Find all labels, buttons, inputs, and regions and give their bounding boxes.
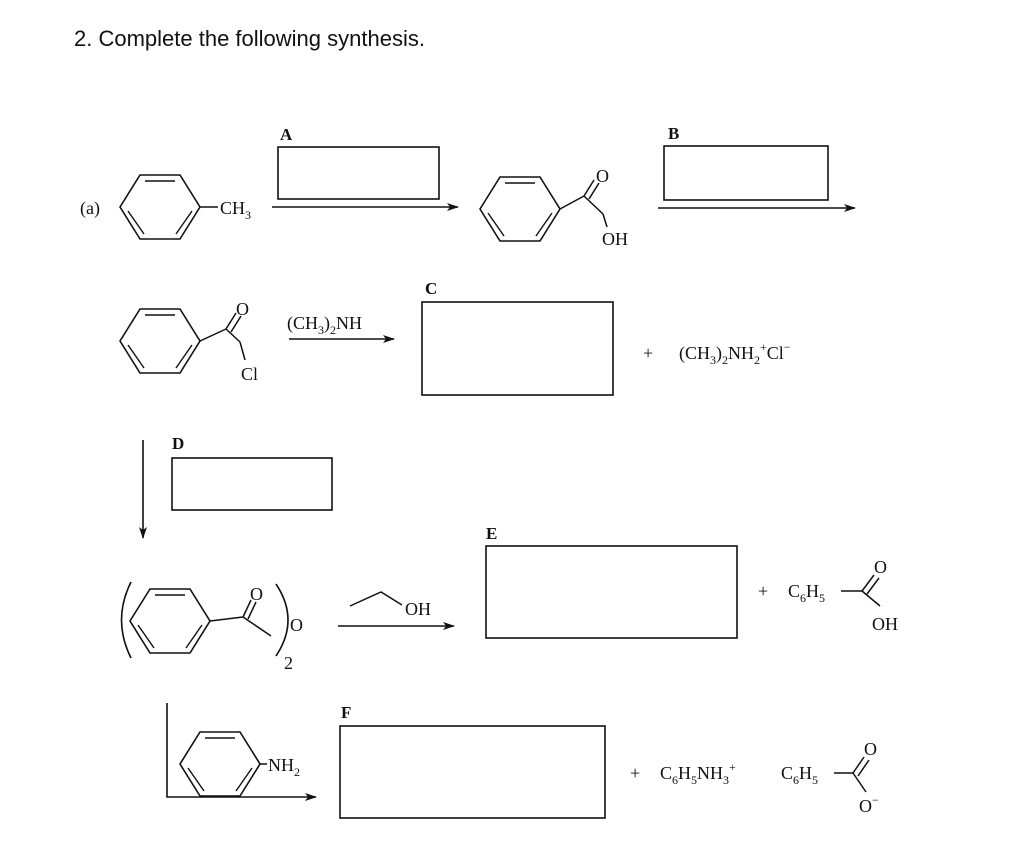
hydroxyl-group: OH [602, 229, 628, 249]
box-e-label: E [486, 524, 497, 543]
carbonyl-oxygen: O [864, 739, 877, 759]
answer-box-a[interactable] [277, 146, 440, 200]
plus-sign: + [758, 581, 768, 601]
reagent-dimethylamine: (CH3)2NH [287, 313, 362, 337]
benzene-ring-icon [129, 588, 211, 654]
reagent-ethanol-oh: OH [405, 599, 431, 619]
box-a-label: A [280, 125, 293, 144]
answer-box-e[interactable] [485, 545, 738, 639]
benzene-ring-icon [179, 731, 261, 797]
dimer-count: 2 [284, 653, 293, 673]
plus-sign: + [630, 763, 640, 783]
box-d-label: D [172, 434, 184, 453]
carbonyl-oxygen: O [874, 557, 887, 577]
benzene-ring-icon [479, 176, 561, 242]
chloro-group: Cl [241, 364, 258, 384]
benzene-ring-icon [119, 174, 201, 240]
question-title: 2. Complete the following synthesis. [74, 26, 425, 51]
byproduct-benzoate-phenyl: C6H5 [781, 763, 818, 787]
part-label: (a) [80, 198, 100, 219]
reaction-arrow-icon [166, 703, 317, 801]
plus-sign: + [643, 343, 653, 363]
carbonyl-oxygen: O [236, 299, 249, 319]
box-b-label: B [668, 124, 679, 143]
carbonyl-oxygen: O [596, 166, 609, 186]
hydroxyl-group: OH [872, 614, 898, 634]
amino-group: NH2 [268, 755, 300, 779]
byproduct-benzoic-acid-phenyl: C6H5 [788, 581, 825, 605]
methyl-group: CH3 [220, 198, 251, 222]
answer-box-c[interactable] [421, 301, 614, 396]
answer-box-f[interactable] [339, 725, 606, 819]
byproduct-ammonium-chloride: (CH3)2NH2+Cl− [679, 340, 791, 367]
box-f-label: F [341, 703, 351, 722]
carbonyl-oxygen: O [250, 584, 263, 604]
bridging-oxygen: O [290, 615, 303, 635]
answer-box-d[interactable] [171, 457, 333, 511]
carboxylate-oxygen: O− [859, 793, 879, 816]
answer-box-b[interactable] [663, 145, 829, 201]
benzene-ring-icon [119, 308, 201, 374]
box-c-label: C [425, 279, 437, 298]
byproduct-anilinium: C6H5NH3+ [660, 760, 736, 787]
